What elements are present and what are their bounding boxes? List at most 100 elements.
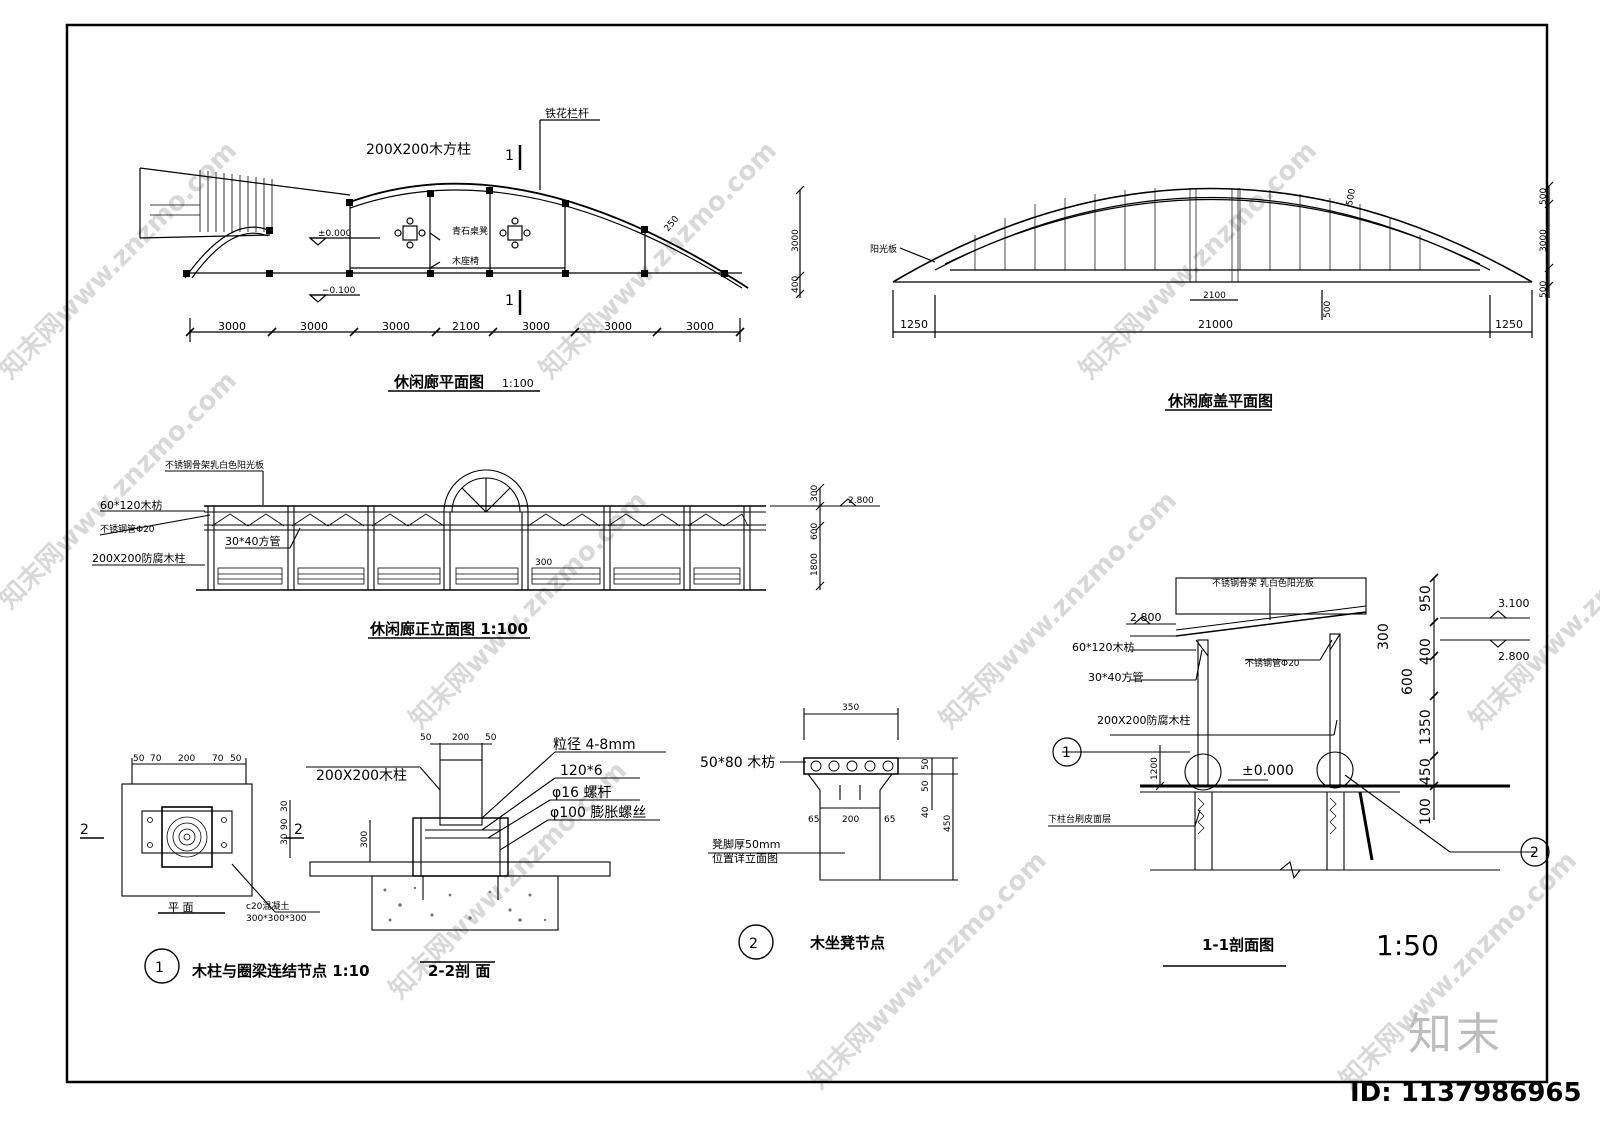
- table-label: 青石桌凳: [452, 225, 488, 237]
- dim-300: 300: [360, 831, 370, 848]
- node1-number: 1: [155, 960, 164, 976]
- footing-label: c20混凝土: [246, 900, 289, 912]
- node1-callout: [144, 948, 180, 984]
- roof-note: 不锈钢骨架 乳白色阳光板: [1212, 577, 1314, 589]
- tube-label: 不锈钢管Φ20: [100, 523, 155, 535]
- dim: 2100: [452, 320, 480, 333]
- watermark: 知末网www.znzmo.com: [0, 366, 243, 615]
- callout-1-number: 1: [1062, 745, 1071, 761]
- section-mark: 2: [80, 822, 89, 838]
- dim: 3000: [522, 320, 550, 333]
- seat-wood-label: 50*80 木枋: [700, 755, 775, 771]
- dim-v: 450: [1418, 758, 1434, 785]
- dim-500: 500: [1345, 188, 1358, 207]
- dim: 21000: [1198, 318, 1233, 331]
- dim-v: 400: [1418, 638, 1434, 665]
- dim: 50: [133, 754, 145, 764]
- dim: 200: [178, 754, 195, 764]
- dim-v: 1800: [810, 553, 820, 576]
- level-280b: 2.800: [1498, 650, 1530, 663]
- dim: 450: [943, 815, 953, 832]
- roof-texts: 阳光板 500 2100 500 1250 21000 1250 500 300…: [870, 188, 1549, 410]
- callout-2-number: 2: [1530, 845, 1539, 861]
- dim-350: 350: [842, 703, 859, 713]
- post-label: 200X200防腐木柱: [1097, 713, 1191, 727]
- dim-2100: 2100: [1203, 291, 1226, 301]
- level-0: ±0.000: [318, 229, 352, 239]
- level-280: 2.800: [1130, 611, 1162, 624]
- section-mark: 1: [505, 293, 514, 309]
- rod-label: φ16 螺杆: [552, 785, 612, 801]
- aggregate-label: 粒径 4-8mm: [553, 737, 636, 753]
- bolt-label: 120*6: [560, 763, 603, 779]
- level-0: ±0.000: [1242, 763, 1294, 779]
- dim: 65: [884, 815, 895, 825]
- plan-scale: 1:100: [502, 377, 534, 390]
- dim-v: 600: [810, 523, 820, 540]
- brand-logo: 知末: [1408, 1009, 1504, 1060]
- dim: 3000: [382, 320, 410, 333]
- dim-v: 300: [810, 485, 820, 502]
- level-m01: −0.100: [322, 286, 356, 296]
- section-mark: 1: [505, 148, 514, 164]
- dim: 70: [150, 754, 162, 764]
- dim: 3000: [218, 320, 246, 333]
- dim: 3000: [686, 320, 714, 333]
- node2-number: 2: [749, 936, 758, 952]
- dim: 3000: [300, 320, 328, 333]
- dim: 50: [485, 733, 497, 743]
- dim-v: 500: [1539, 281, 1549, 298]
- post-label: 200X200防腐木柱: [92, 551, 186, 565]
- purlin-label: 60*120木枋: [1072, 640, 1135, 654]
- sunboard-label: 阳光板: [870, 243, 897, 255]
- dim: 200: [452, 733, 469, 743]
- dim: 50: [230, 754, 242, 764]
- sq-tube-label: 30*40方管: [225, 534, 281, 548]
- section-mark: 2: [294, 822, 303, 838]
- dim: 40: [921, 806, 931, 818]
- tube-label: 不锈钢管Φ20: [1245, 657, 1300, 669]
- dim: 200: [842, 815, 859, 825]
- exp-bolt-label: φ100 膨胀螺丝: [550, 804, 646, 821]
- dim-v: 950: [1418, 585, 1434, 612]
- seat-leg-note: 位置详立面图: [712, 851, 778, 865]
- dim: 50: [921, 780, 931, 792]
- level-280: 2.800: [848, 496, 874, 506]
- node-2: [708, 708, 958, 881]
- plan-view-label: 平 面: [168, 901, 194, 914]
- elevation-texts: 不锈钢骨架乳白色阳光板 60*120木枋 不锈钢管Φ20 30*40方管 200…: [92, 459, 874, 638]
- node2-title: 木坐凳节点: [809, 934, 885, 952]
- watermark: 知末网www.znzmo.com: [534, 136, 783, 385]
- section-1-1: [1048, 573, 1535, 967]
- plan-texts: 200X200木方柱 铁花栏杆 青石桌凳 木座椅 ±0.000 −0.100 1…: [218, 106, 801, 391]
- section11-scale: 1:50: [1376, 929, 1439, 962]
- node-1: [80, 743, 666, 963]
- dim-1200: 1200: [1150, 757, 1160, 780]
- node1-title: 木柱与圈梁连结节点 1:10: [191, 962, 370, 980]
- dim-v: 500: [1539, 188, 1549, 205]
- dim: 3000: [604, 320, 632, 333]
- dim: 30: [280, 833, 290, 845]
- roof-title: 休闲廊盖平面图: [1167, 392, 1273, 410]
- section11-title: 1-1剖面图: [1202, 936, 1274, 954]
- node1-texts: 50 70 200 70 50 30 90 30 2 2 平 面 c20混凝土 …: [80, 733, 646, 980]
- section22-title: 2-2剖 面: [428, 962, 490, 980]
- railing-label: 铁花栏杆: [545, 106, 589, 120]
- node2-texts: 350 50*80 木枋 50 50 40 450 65 200 65 凳脚厚5…: [700, 703, 953, 952]
- base-note: 下柱台刷皮面层: [1048, 813, 1111, 825]
- image-id: ID: 1137986965: [1350, 1078, 1582, 1108]
- dim-v: 400: [791, 276, 801, 293]
- watermark: 知末网www.znzmo.com: [1464, 486, 1600, 735]
- dim-v: 300: [1376, 623, 1392, 650]
- watermark: 知末网www.znzmo.com: [1074, 136, 1323, 385]
- dim-v: 3000: [1539, 229, 1549, 252]
- watermark: 知末网www.znzmo.com: [804, 846, 1053, 1095]
- detail-callout-2: [1520, 837, 1550, 867]
- plan-title: 休闲廊平面图: [393, 373, 484, 391]
- dim: 90: [280, 818, 290, 830]
- roof-note: 不锈钢骨架乳白色阳光板: [165, 459, 264, 471]
- footing-size: 300*300*300: [246, 914, 307, 924]
- dim: 50: [420, 733, 432, 743]
- roof-plan: [892, 181, 1554, 411]
